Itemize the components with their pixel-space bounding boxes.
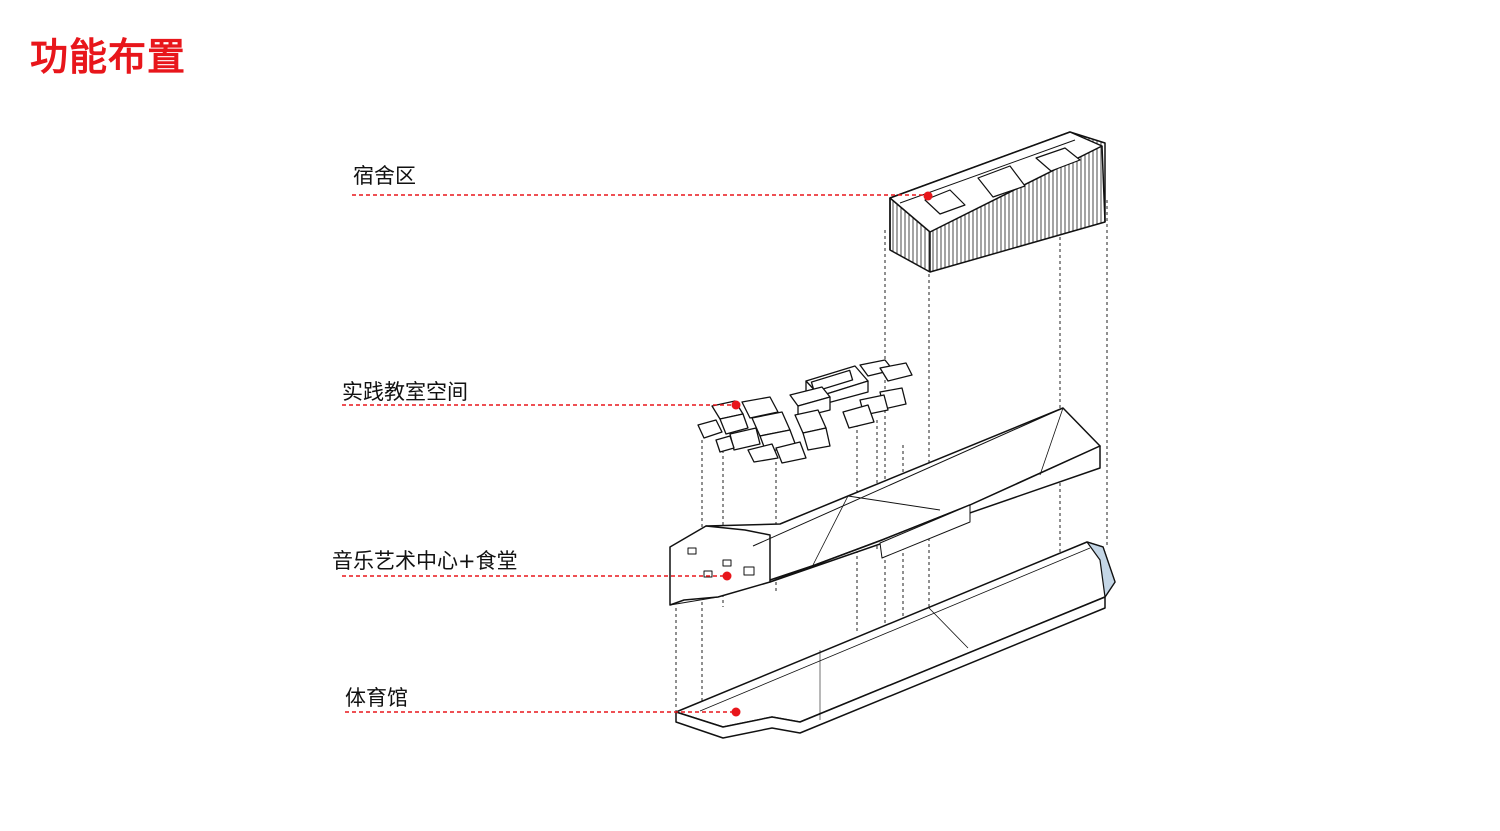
music-canteen-block (669, 407, 1101, 606)
marker-dormitory (923, 191, 933, 201)
callout-label-gymnasium: 体育馆 (345, 686, 408, 710)
callout-label-music-canteen: 音乐艺术中心+食堂 (332, 549, 518, 573)
marker-music-canteen (722, 571, 732, 581)
gymnasium-slab (675, 541, 1116, 739)
marker-gymnasium (731, 707, 741, 717)
dormitory-block (889, 131, 1106, 273)
page-title: 功能布置 (30, 35, 187, 79)
leader-lines (342, 194, 925, 713)
location-markers (722, 191, 933, 717)
marker-classroom (731, 400, 741, 410)
callout-label-classroom: 实践教室空间 (342, 380, 468, 404)
callout-label-dormitory: 宿舍区 (353, 164, 416, 188)
classroom-cluster (697, 359, 913, 464)
